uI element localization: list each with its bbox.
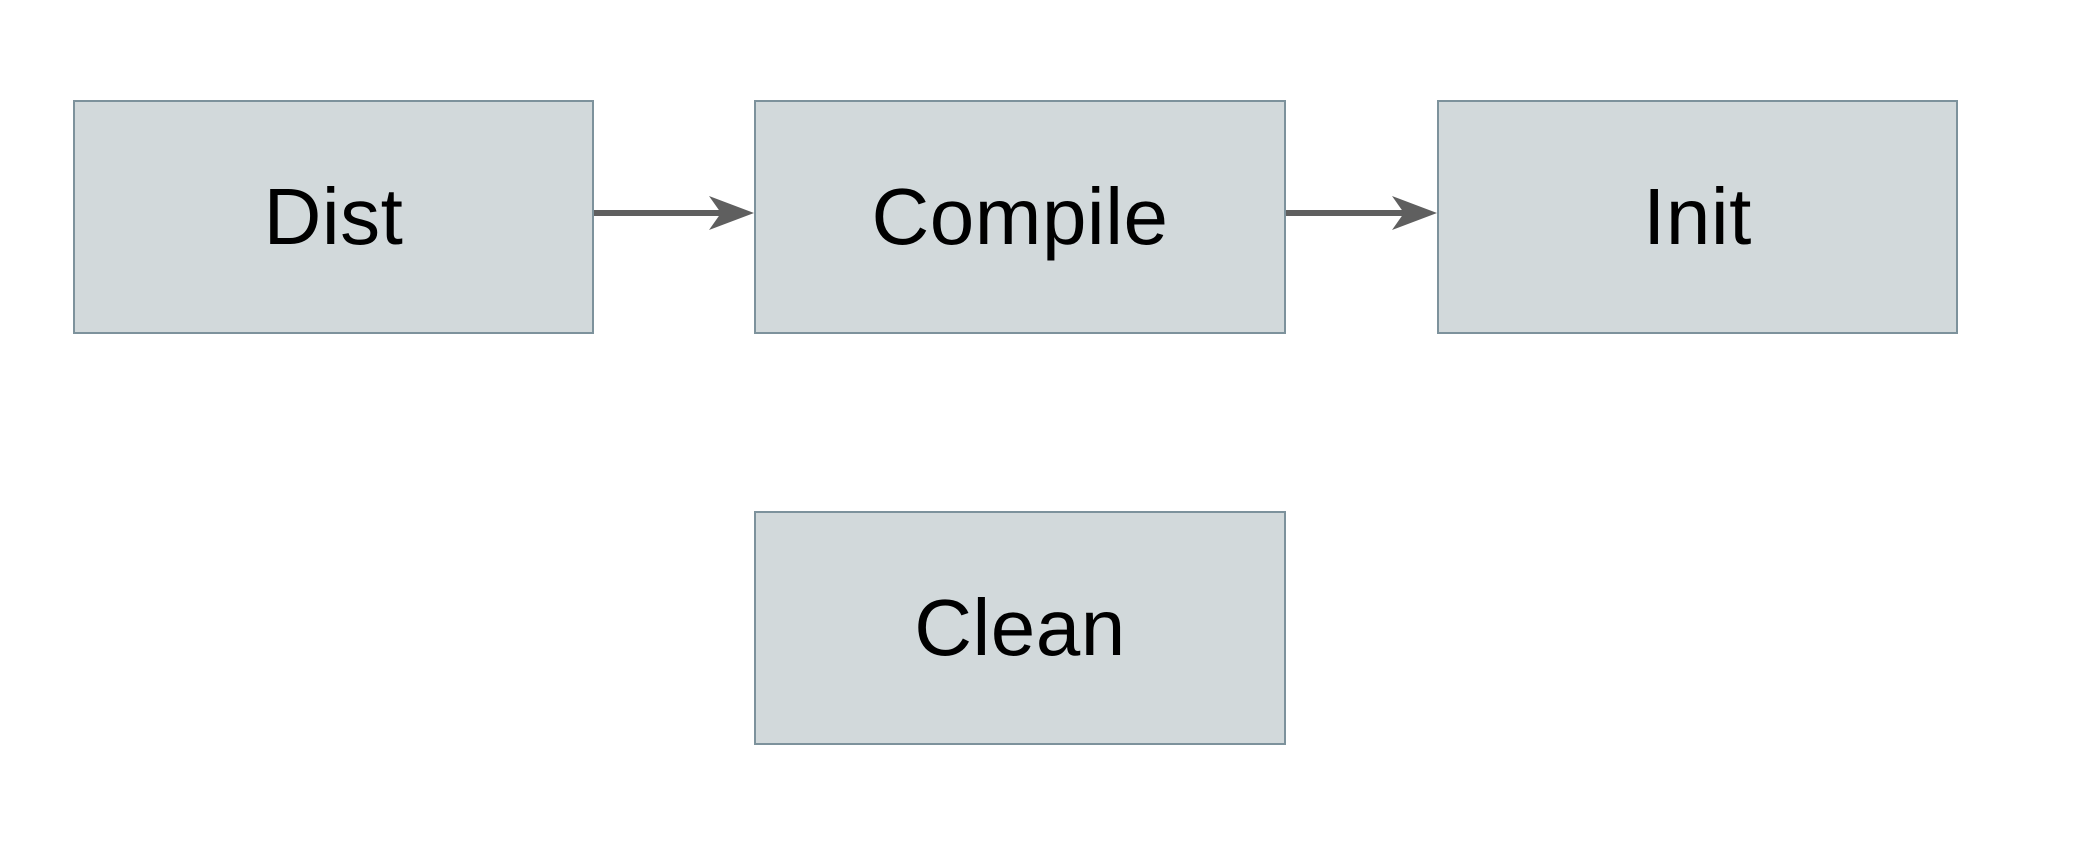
node-init[interactable]: Init (1437, 100, 1958, 334)
node-clean[interactable]: Clean (754, 511, 1286, 745)
node-dist-label: Dist (263, 172, 404, 261)
node-dist[interactable]: Dist (73, 100, 594, 334)
connector-arrowhead (1392, 196, 1437, 230)
node-init-label: Init (1643, 172, 1752, 261)
connector-compile-to-init (1286, 196, 1437, 230)
connector-dist-to-compile (594, 196, 754, 230)
node-compile[interactable]: Compile (754, 100, 1286, 334)
node-compile-label: Compile (871, 172, 1169, 261)
node-clean-label: Clean (914, 583, 1126, 672)
connector-arrowhead (709, 196, 754, 230)
